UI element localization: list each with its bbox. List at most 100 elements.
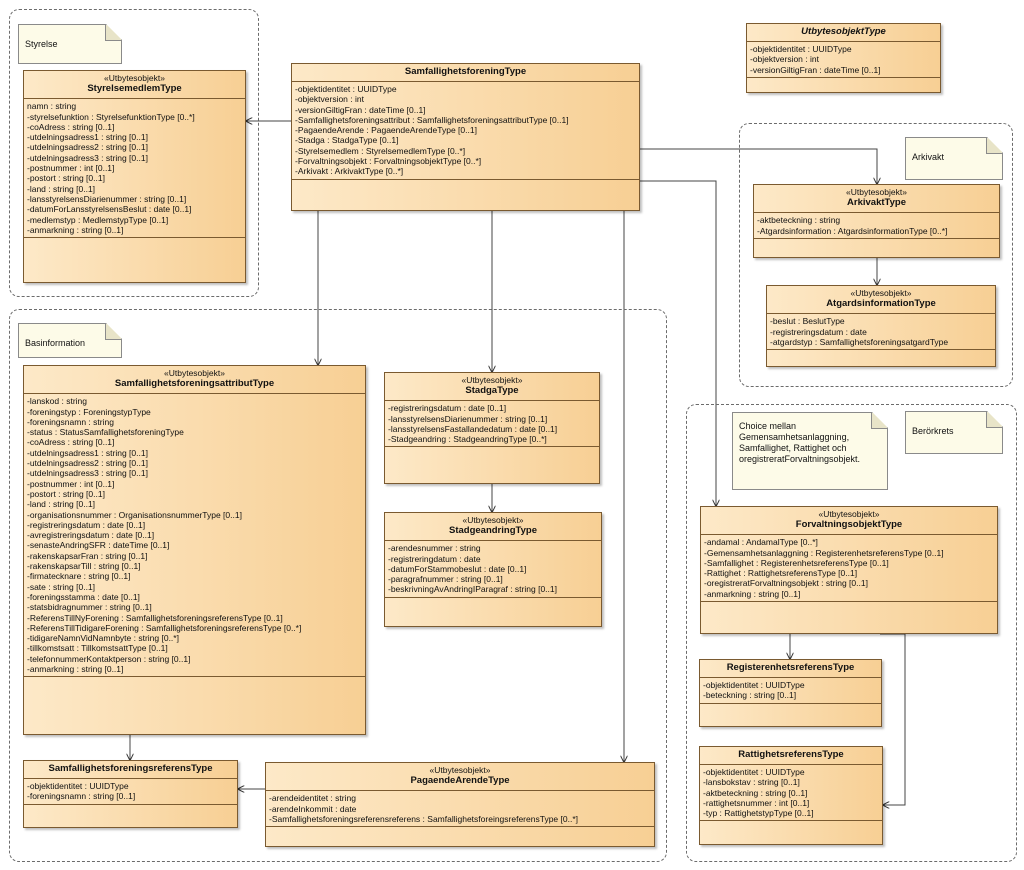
attribute-row: -rakenskapsarTill : string [0..1] (27, 561, 141, 572)
attribute-row: -utdelningsadress3 : string [0..1] (27, 468, 148, 479)
attribute-row: -foreningsnamn : string (27, 416, 114, 427)
class-rattighetsreferens[interactable]: RattighetsreferensType-objektidentitet :… (699, 746, 883, 845)
attribute-row: -Samfallighet : RegisterenhetsreferensTy… (704, 557, 889, 568)
class-header: SamfallighetsforeningType (292, 64, 639, 82)
class-header: «Utbytesobjekt»AtgardsinformationType (767, 286, 995, 315)
note-arkivakt-text: Arkivakt (912, 152, 945, 162)
attribute-row: -firmatecknare : string [0..1] (27, 571, 131, 582)
class-stadga[interactable]: «Utbytesobjekt»StadgaType -registreringsd… (384, 372, 600, 484)
package-berorkrets (686, 404, 1017, 862)
attribute-row: -lanskod : string (27, 396, 87, 407)
attribute-row: -lansstyrelsensDiarienummer : string [0.… (388, 413, 548, 424)
note-berorkrets-text: Berörkrets (912, 426, 954, 436)
attribute-row: -tillkomstsatt : TillkomstsattType [0..1… (27, 643, 168, 654)
stereotype-label: «Utbytesobjekt» (850, 288, 912, 298)
attribute-row: -avregistreringsdatum : date [0..1] (27, 530, 155, 541)
class-foreningsreferens[interactable]: SamfallighetsforeningsreferensType-objek… (23, 760, 238, 828)
attribute-row: -registreringdatum : date (388, 553, 481, 564)
attribute-row: -senasteAndringSFR : dateTime [0..1] (27, 540, 170, 551)
attribute-row: -medlemstyp : MedlemstypType [0..1] (27, 214, 169, 225)
stereotype-label: «Utbytesobjekt» (104, 73, 165, 83)
attribute-row: -coAdress : string [0..1] (27, 437, 115, 448)
class-name: StadgaType (465, 385, 519, 397)
class-registerenhetsreferens[interactable]: RegisterenhetsreferensType -objektidentit… (699, 659, 882, 727)
attribute-row: -Stadga : StadgaType [0..1] (295, 135, 399, 146)
attribute-row: -arendeidentitet : string (269, 793, 356, 804)
attribute-row: -Styrelsemedlem : StyrelsemedlemType [0.… (295, 145, 466, 156)
operation-compartment (747, 78, 940, 87)
attribute-row: -postnummer : int [0..1] (27, 163, 115, 174)
attribute-compartment: -arendesnummer : string-registreringdatu… (385, 541, 601, 598)
operation-compartment (24, 805, 237, 814)
operation-compartment (700, 704, 881, 713)
class-pagaendearende[interactable]: «Utbytesobjekt»PagaendeArendeType-arende… (265, 762, 655, 847)
attribute-row: -versionGiltigFran : dateTime [0..1] (750, 64, 881, 75)
attribute-row: -sate : string [0..1] (27, 581, 96, 592)
class-name: UtbytesobjektType (801, 26, 886, 37)
attribute-row: -typ : RattighetstypType [0..1] (703, 808, 814, 819)
attribute-row: -land : string [0..1] (27, 499, 96, 510)
class-header: RegisterenhetsreferensType (700, 660, 881, 678)
attribute-row: -registreringsdatum : date (770, 326, 867, 337)
class-name: StyrelsemedlemType (87, 83, 182, 95)
attribute-row: -versionGiltigFran : dateTime [0..1] (295, 104, 426, 115)
attribute-row: -status : StatusSamfallighetsforeningTyp… (27, 427, 184, 438)
attribute-compartment: -aktbeteckning : string-Atgardsinformati… (754, 213, 999, 239)
attribute-row: -objektversion : int (295, 94, 364, 105)
class-attribut[interactable]: «Utbytesobjekt»Samfallighetsforeningsatt… (23, 365, 366, 735)
operation-compartment (24, 677, 365, 686)
class-atgardsinformation[interactable]: «Utbytesobjekt»AtgardsinformationType-be… (766, 285, 996, 367)
attribute-row: -Stadgeandring : StadgeandringType [0..*… (388, 434, 547, 445)
attribute-row: -objektidentitet : UUIDType (703, 680, 805, 690)
attribute-row: -Samfallighetsforeningsreferensreferens … (269, 813, 578, 824)
note-choice-text: Choice mellan Gemensamhetsanlaggning, Sa… (739, 421, 861, 464)
attribute-row: -aktbeteckning : string [0..1] (703, 787, 808, 798)
attribute-row: -Arkivakt : ArkivaktType [0..*] (295, 166, 404, 177)
class-stadgeandring[interactable]: «Utbytesobjekt»StadgeandringType-arendes… (384, 512, 602, 627)
attribute-compartment: -lanskod : string-foreningstyp : Forenin… (24, 394, 365, 678)
note-basinformation-text: Basinformation (25, 338, 86, 348)
class-styrelsemedlem[interactable]: «Utbytesobjekt»StyrelsemedlemType namn : … (23, 70, 246, 283)
operation-compartment (385, 598, 601, 607)
note-styrelse: Styrelse (18, 24, 122, 64)
attribute-row: -foreningsstamma : date [0..1] (27, 591, 140, 602)
note-berorkrets: Berörkrets (905, 411, 1003, 454)
attribute-row: -anmarkning : string [0..1] (704, 588, 801, 599)
attribute-row: -Gemensamhetsanlaggning : Registerenhets… (704, 547, 944, 558)
attribute-row: -coAdress : string [0..1] (27, 121, 115, 132)
operation-compartment (767, 350, 995, 359)
class-header: «Utbytesobjekt»ForvaltningsobjektType (701, 507, 997, 536)
attribute-row: -Forvaltningsobjekt : Forvaltningsobjekt… (295, 156, 482, 167)
operation-compartment (24, 238, 245, 247)
attribute-row: -rakenskapsarFran : string [0..1] (27, 550, 148, 561)
class-header: UtbytesobjektType (747, 24, 940, 42)
attribute-row: -Samfallighetsforeningsattribut : Samfal… (295, 114, 569, 125)
stereotype-label: «Utbytesobjekt» (461, 375, 523, 385)
attribute-compartment: -objektidentitet : UUIDType-lansbokstav … (700, 765, 882, 822)
package-arkivakt (739, 123, 1013, 387)
attribute-row: -telefonnummerKontaktperson : string [0.… (27, 653, 191, 664)
attribute-compartment: -objektidentitet : UUIDType-foreningsnam… (24, 779, 237, 805)
class-samfallighetsforening[interactable]: SamfallighetsforeningType-objektidentite… (291, 63, 640, 211)
attribute-row: -aktbeteckning : string (757, 215, 841, 226)
note-basinformation: Basinformation (18, 323, 122, 358)
attribute-compartment: namn : string-styrelsefunktion : Styrels… (24, 99, 245, 239)
attribute-row: -statsbidragnummer : string [0..1] (27, 602, 152, 613)
class-name: AtgardsinformationType (826, 298, 936, 310)
attribute-row: -anmarkning : string [0..1] (27, 224, 124, 235)
attribute-row: -lansstyrelsensDiarienummer : string [0.… (27, 193, 187, 204)
note-arkivakt: Arkivakt (905, 137, 1003, 180)
stereotype-label: «Utbytesobjekt» (164, 368, 225, 378)
class-utbytesobjekt[interactable]: UtbytesobjektType-objektidentitet : UUID… (746, 23, 941, 93)
class-header: «Utbytesobjekt»Samfallighetsforeningsatt… (24, 366, 365, 395)
attribute-row: -registreringsdatum : date [0..1] (388, 403, 507, 414)
package-basinformation (9, 309, 667, 862)
class-name: PagaendeArendeType (410, 775, 510, 787)
class-forvaltningsobjekt[interactable]: «Utbytesobjekt»ForvaltningsobjektType -an… (700, 506, 998, 634)
attribute-row: -utdelningsadress2 : string [0..1] (27, 458, 148, 469)
attribute-row: -foreningsnamn : string [0..1] (27, 791, 136, 802)
class-arkivakt[interactable]: «Utbytesobjekt»ArkivaktType-aktbetecknin… (753, 184, 1000, 258)
attribute-row: -datumForLansstyrelsensBeslut : date [0.… (27, 204, 192, 215)
attribute-row: -utdelningsadress3 : string [0..1] (27, 152, 148, 163)
operation-compartment (292, 180, 639, 189)
